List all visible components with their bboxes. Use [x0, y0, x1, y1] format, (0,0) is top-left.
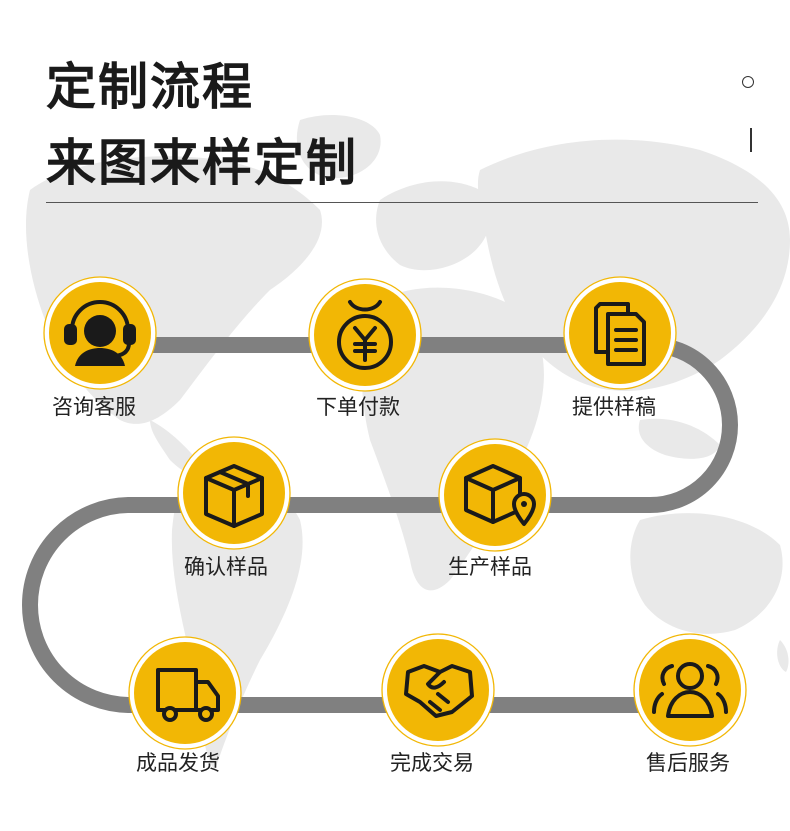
page-subtitle: 来图来样定制 — [46, 134, 358, 192]
decorative-line — [750, 128, 752, 152]
step-4-node — [177, 436, 291, 550]
step-7-node — [381, 633, 495, 747]
step-1-node — [43, 276, 157, 390]
box-location-icon — [464, 464, 536, 526]
customer-service-headset-icon — [64, 300, 136, 366]
step-8-node — [633, 633, 747, 747]
decorative-circle — [742, 76, 754, 88]
delivery-truck-icon — [156, 668, 220, 722]
yen-coin-icon — [337, 300, 393, 370]
step-5-label: 生产样品 — [448, 555, 532, 579]
page-title: 定制流程 — [46, 58, 254, 116]
step-2-node — [308, 278, 422, 392]
process-path — [22, 337, 738, 713]
users-group-icon — [652, 662, 728, 718]
step-7-label: 完成交易 — [390, 751, 474, 775]
step-1-label: 咨询客服 — [52, 395, 136, 419]
step-6-label: 成品发货 — [136, 751, 220, 775]
step-4-label: 确认样品 — [184, 555, 268, 579]
handshake-icon — [404, 664, 474, 718]
title-divider — [46, 202, 758, 203]
step-8-label: 售后服务 — [646, 751, 730, 775]
step-3-node — [563, 276, 677, 390]
step-6-node — [128, 636, 242, 750]
package-box-icon — [204, 464, 264, 528]
step-2-label: 下单付款 — [316, 395, 400, 419]
step-3-label: 提供样稿 — [572, 395, 656, 419]
step-5-node — [438, 438, 552, 552]
documents-icon — [594, 302, 646, 366]
